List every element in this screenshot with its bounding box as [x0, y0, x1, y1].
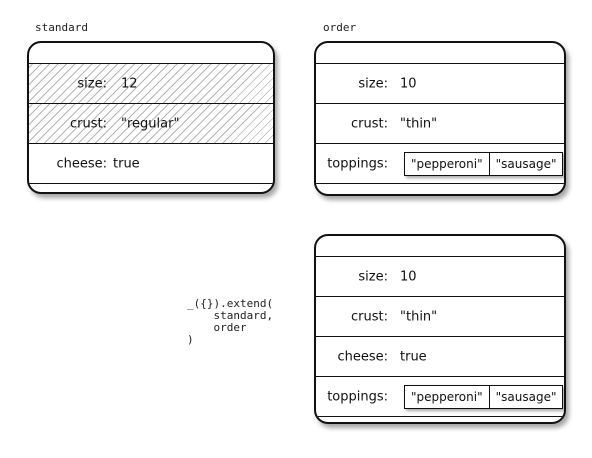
- code-line: order: [213, 321, 247, 334]
- property-row-toppings: toppings: "pepperoni" "sausage": [316, 144, 564, 184]
- property-key: toppings:: [327, 156, 388, 171]
- object-top-cap: [316, 236, 564, 257]
- array-item: "sausage": [488, 152, 563, 175]
- property-row-size: size: 10: [316, 257, 564, 297]
- array-item: "sausage": [488, 385, 563, 408]
- property-key: size:: [358, 76, 388, 91]
- property-key: cheese:: [56, 156, 107, 171]
- property-value: true: [113, 156, 140, 171]
- property-row-crust: crust: "thin": [316, 297, 564, 337]
- order-object: size: 10 crust: "thin" toppings: "pepper…: [314, 41, 566, 196]
- property-value: "thin": [400, 309, 438, 324]
- property-key: crust:: [70, 116, 107, 131]
- toppings-array: "pepperoni" "sausage": [404, 151, 564, 176]
- property-key: toppings:: [327, 389, 388, 404]
- property-row-crust: crust: "thin": [316, 104, 564, 144]
- property-key: crust:: [351, 116, 388, 131]
- code-line: _({}).extend(: [187, 297, 274, 310]
- result-object: size: 10 crust: "thin" cheese: true topp…: [314, 234, 566, 424]
- property-key: size:: [358, 269, 388, 284]
- property-key: size:: [77, 76, 107, 91]
- standard-object: size: 12 crust: "regular" cheese: true: [27, 41, 275, 194]
- property-row-crust: crust: "regular": [29, 104, 273, 144]
- object-top-cap: [316, 43, 564, 64]
- object-top-cap: [29, 43, 273, 64]
- property-value: 10: [400, 76, 417, 91]
- property-key: cheese:: [337, 349, 388, 364]
- array-item: "pepperoni": [411, 389, 483, 404]
- order-label: order: [323, 21, 357, 34]
- property-value: "regular": [121, 116, 180, 131]
- standard-label: standard: [35, 21, 88, 34]
- property-row-toppings: toppings: "pepperoni" "sausage": [316, 377, 564, 417]
- property-value: 12: [121, 76, 138, 91]
- property-row-size: size: 10: [316, 64, 564, 104]
- code-line: standard,: [213, 309, 274, 322]
- property-value: 10: [400, 269, 417, 284]
- property-value: "thin": [400, 116, 438, 131]
- array-item: "pepperoni": [411, 156, 483, 171]
- property-row-cheese: cheese: true: [316, 337, 564, 377]
- code-line: ): [187, 333, 194, 346]
- toppings-array: "pepperoni" "sausage": [404, 384, 564, 409]
- extend-code: _({}).extend( standard, order ): [187, 298, 273, 346]
- property-row-cheese: cheese: true: [29, 144, 273, 184]
- property-row-size: size: 12: [29, 64, 273, 104]
- property-value: true: [400, 349, 427, 364]
- property-key: crust:: [351, 309, 388, 324]
